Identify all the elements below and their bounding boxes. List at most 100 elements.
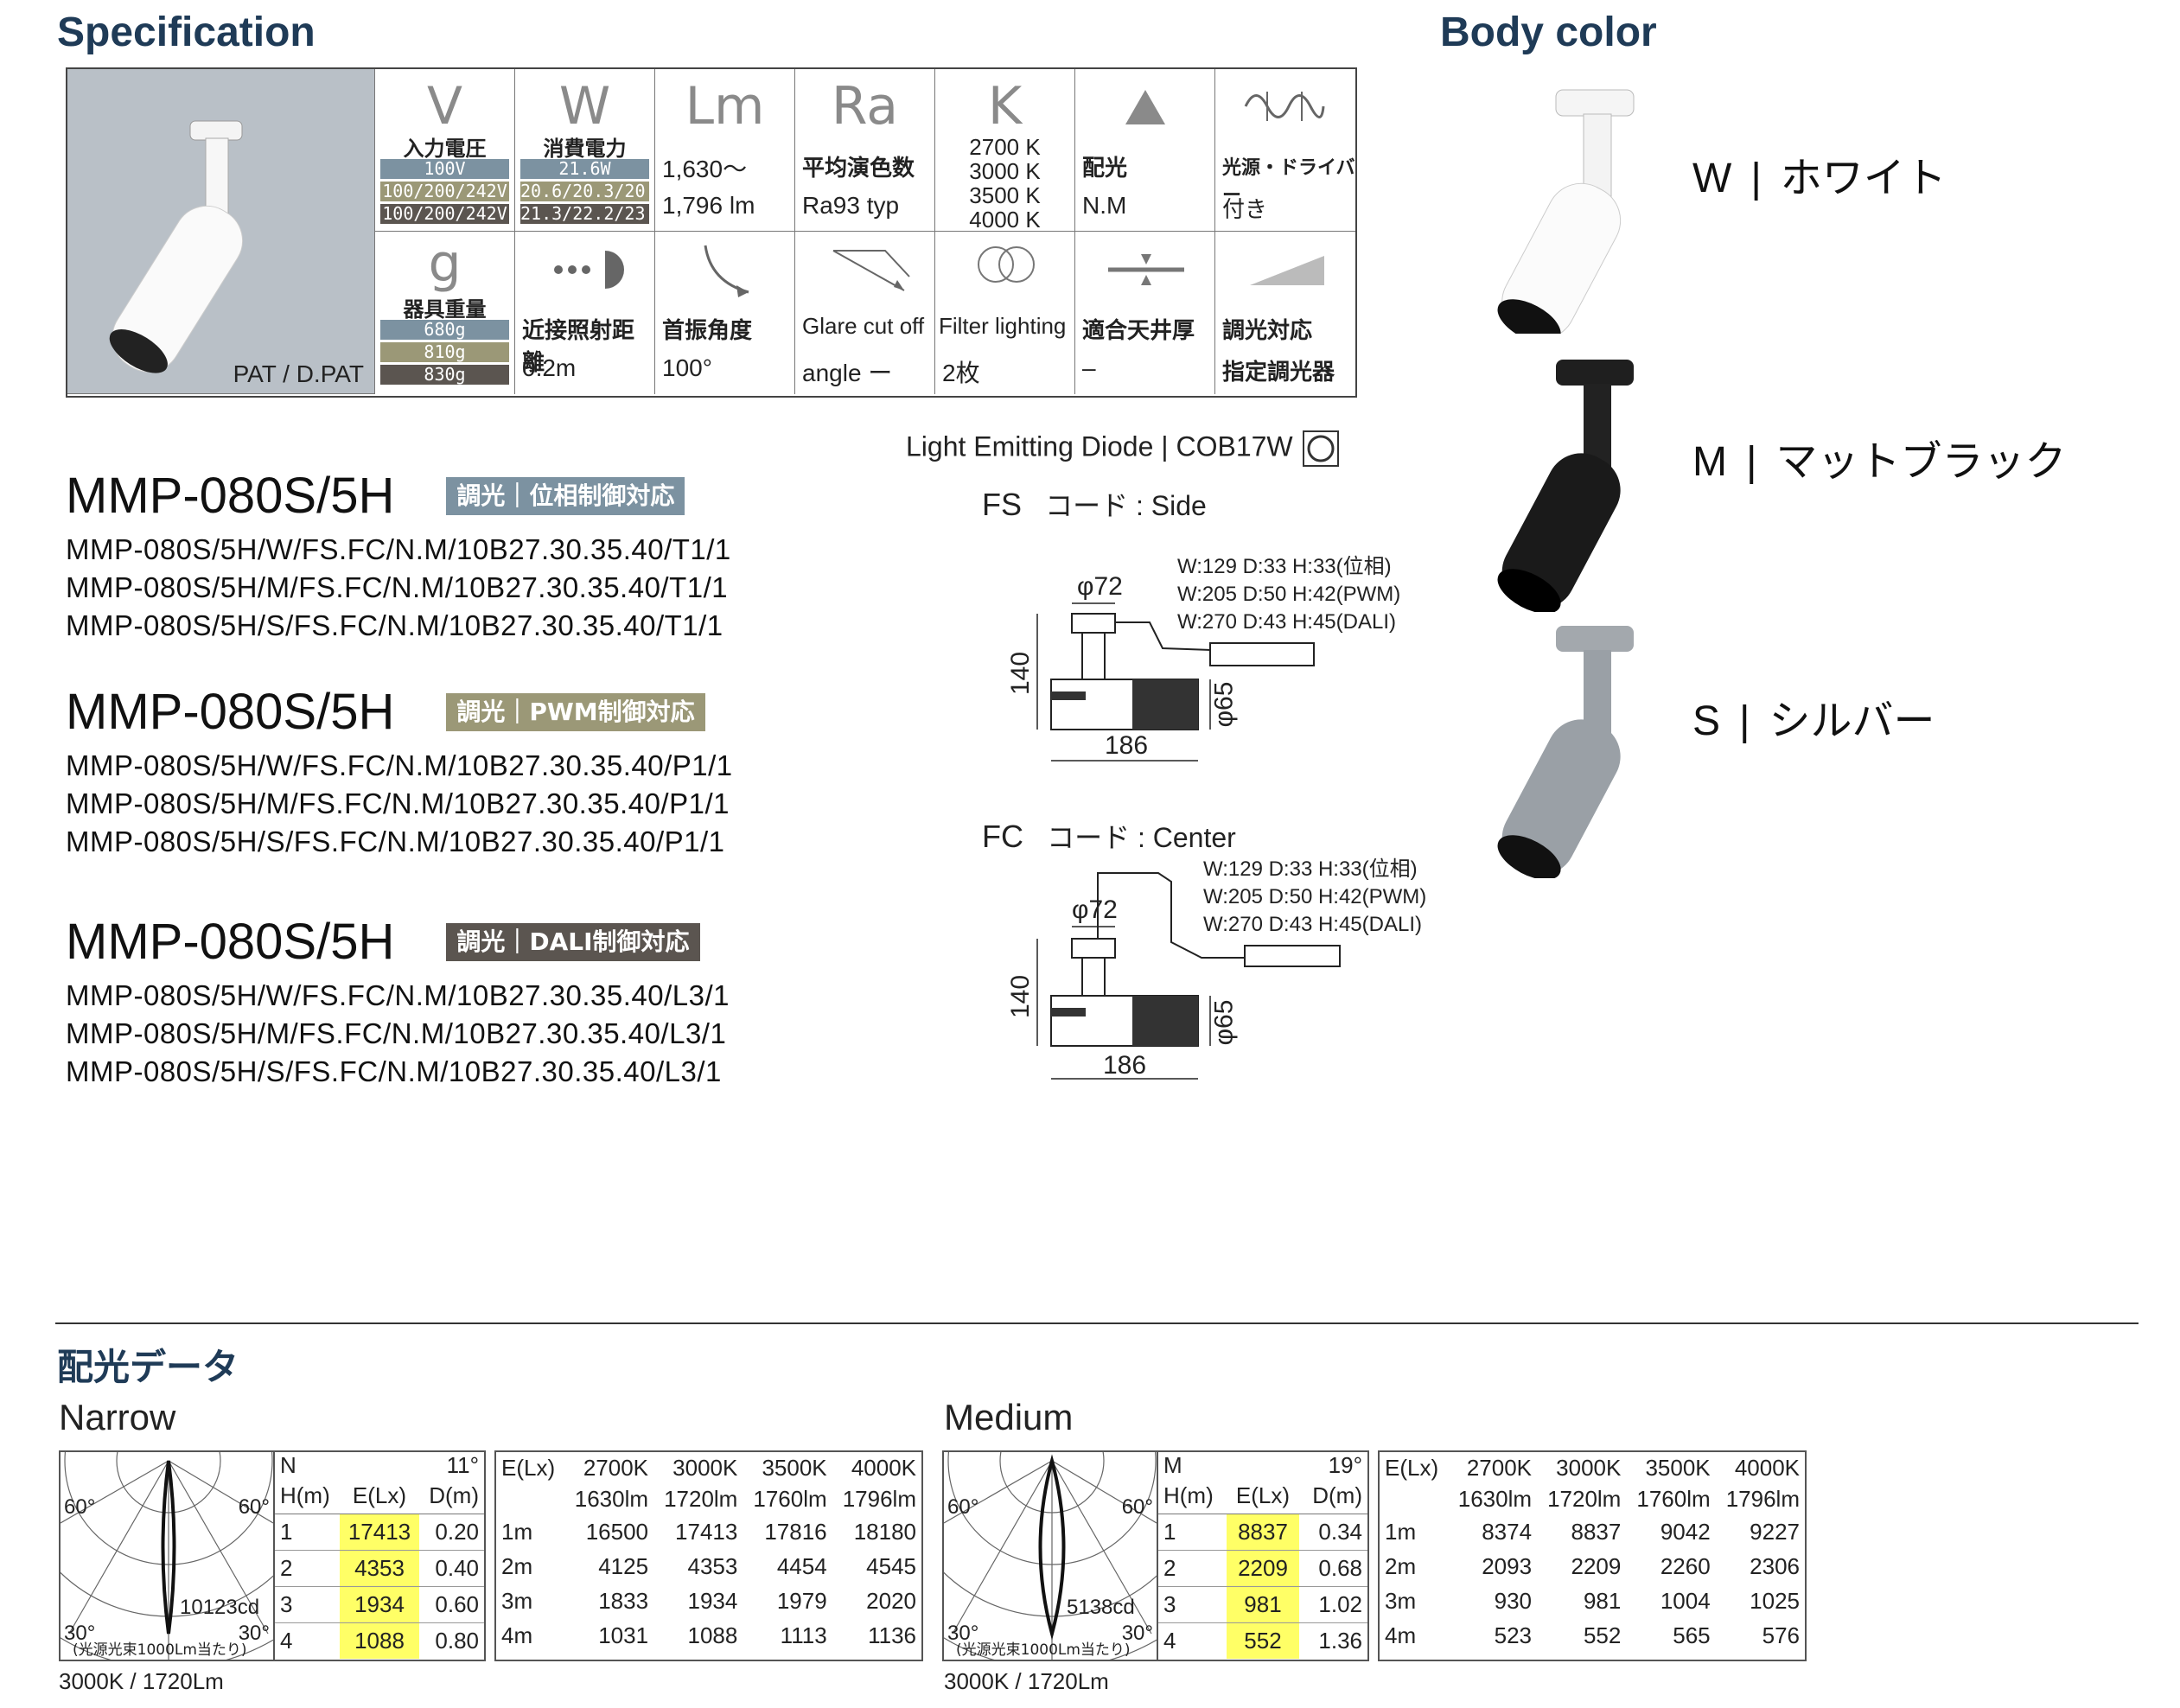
- medium-30-left: 30°: [947, 1622, 979, 1645]
- model-name: MMP-080S/5H: [66, 468, 395, 524]
- driver-dim-phase: W:129 D:33 H:33(位相): [1203, 857, 1418, 881]
- body-color-white-image: [1487, 83, 1677, 344]
- model-group-3: MMP-080S/5H 調光｜DALI制御対応 MMP-080S/5H/W/FS…: [66, 913, 730, 1088]
- glare-icon: [832, 250, 910, 291]
- narrow-60-right: 60°: [238, 1495, 270, 1519]
- narrow-peak: 10123cd: [180, 1596, 260, 1619]
- voltage-label: 入力電圧: [403, 137, 487, 161]
- voltage-stripe-1: 100V: [380, 159, 509, 179]
- model-code: MMP-080S/5H/M/FS.FC/N.M/10B27.30.35.40/P…: [66, 787, 730, 819]
- triangle-icon: [1125, 90, 1165, 124]
- fs-key: FS: [982, 487, 1023, 522]
- fc-height: 140: [1006, 974, 1036, 1019]
- fc-diagram: φ72 140 φ65 186: [1003, 856, 1452, 1089]
- voltage-stripe-2: 100/200/242V: [380, 182, 509, 201]
- filter-icon: [978, 246, 1035, 283]
- fs-phi-side: φ65: [1209, 681, 1239, 728]
- voltage-symbol: V: [426, 76, 463, 137]
- body-color-silver-label: S|シルバー: [1692, 698, 1935, 744]
- light-data-heading: 配光データ: [57, 1346, 239, 1388]
- model-code: MMP-080S/5H/M/FS.FC/N.M/10B27.30.35.40/L…: [66, 1017, 727, 1049]
- specification-heading: Specification: [57, 10, 316, 55]
- kelvin-cell: K 2700 K 3000 K 3500 K 4000 K: [935, 69, 1075, 232]
- voltage-stripe-3: 100/200/242V: [380, 204, 509, 224]
- power-stripe-1: 21.6W: [520, 159, 649, 179]
- cob-icon: [1302, 430, 1339, 467]
- fc-diagram-title: FC コード : Center: [982, 816, 1236, 856]
- model-code: MMP-080S/5H/S/FS.FC/N.M/10B27.30.35.40/T…: [66, 609, 723, 641]
- medium-polar: 60° 60° 30° 30° 5138cd (光源光束1000Lm当たり): [844, 1252, 1260, 1669]
- led-line: Light Emitting Diode | COB17W: [906, 429, 1341, 468]
- power-cell: W 消費電力 21.6W 20.6/20.3/20.4W 21.3/22.2/2…: [515, 69, 655, 232]
- narrow-polar: 60° 60° 30° 30° 10123cd (光源光束1000Lm当たり): [0, 1252, 377, 1669]
- kelvin-values: 2700 K 3000 K 3500 K 4000 K: [935, 134, 1074, 231]
- fc-phi-top: φ72: [1072, 895, 1118, 924]
- narrow-30-right: 30°: [238, 1622, 270, 1645]
- kelvin-3000: 3000 K: [969, 158, 1041, 184]
- glare-value: angle ー: [802, 360, 893, 386]
- dimming-value: 指定調光器: [1222, 359, 1335, 385]
- ra-cell: Ra 平均演色数 Ra93 typ: [795, 69, 935, 232]
- model-code: MMP-080S/5H/M/FS.FC/N.M/10B27.30.35.40/T…: [66, 571, 729, 603]
- model-name: MMP-080S/5H: [66, 914, 395, 970]
- col-header: E(Lx): [352, 1482, 407, 1509]
- fs-driver-dims: W:129 D:33 H:33(位相) W:205 D:50 H:42(PWM)…: [1177, 553, 1400, 636]
- proximity-icon: [554, 251, 624, 289]
- ceiling-label: 適合天井厚: [1082, 317, 1195, 343]
- model-code: MMP-080S/5H/S/FS.FC/N.M/10B27.30.35.40/P…: [66, 825, 725, 857]
- medium-60-left: 60°: [947, 1495, 979, 1519]
- narrow-footer: 3000K / 1720Lm: [59, 1668, 224, 1694]
- driver-dim-pwm: W:205 D:50 H:42(PWM): [1177, 583, 1401, 606]
- body-color-silver-image: [1487, 619, 1677, 880]
- body-color-black-image: [1487, 353, 1677, 614]
- product-image-cell: PAT / D.PAT: [67, 69, 375, 394]
- ra-value: Ra93 typ: [802, 192, 900, 219]
- lumen-cell: Lm 1,630〜 1,796 lm: [655, 69, 795, 232]
- fc-driver-dims: W:129 D:33 H:33(位相) W:205 D:50 H:42(PWM)…: [1203, 856, 1426, 939]
- product-label: PAT / D.PAT: [233, 360, 364, 387]
- kelvin-3500: 3500 K: [969, 182, 1041, 208]
- driver-dim-dali: W:270 D:43 H:45(DALI): [1177, 610, 1396, 634]
- filter-value: 2枚: [942, 360, 980, 386]
- fs-phi-top: φ72: [1077, 572, 1123, 601]
- weight-cell: g 器具重量 680g 810g 830g: [375, 232, 515, 394]
- section-divider: [55, 1322, 2139, 1324]
- fc-phi-side: φ65: [1209, 999, 1239, 1046]
- model-code: MMP-080S/5H/W/FS.FC/N.M/10B27.30.35.40/P…: [66, 749, 733, 781]
- fs-diagram-title: FS コード : Side: [982, 484, 1207, 524]
- col-header: E(Lx): [1235, 1482, 1291, 1509]
- col-header: E(Lx): [501, 1454, 556, 1481]
- weight-stripe-3: 830g: [380, 365, 509, 385]
- narrow-title: Narrow: [59, 1397, 176, 1437]
- wave-icon: [1244, 92, 1325, 121]
- dimming-cell: 調光対応 指定調光器: [1215, 232, 1355, 394]
- swing-value: 100°: [662, 354, 712, 381]
- fc-title: コード : Center: [1047, 822, 1236, 853]
- fs-drawing: [1036, 602, 1315, 762]
- driver-dim-pwm: W:205 D:50 H:42(PWM): [1203, 885, 1427, 908]
- kelvin-2700: 2700 K: [969, 134, 1041, 160]
- medium-key: M: [1163, 1452, 1182, 1478]
- kelvin-symbol: K: [987, 76, 1023, 137]
- power-symbol: W: [558, 76, 611, 137]
- driver-value: 付き: [1222, 196, 1268, 222]
- model-group-2: MMP-080S/5H 調光｜PWM制御対応 MMP-080S/5H/W/FS.…: [66, 683, 733, 858]
- narrow-note: (光源光束1000Lm当たり): [73, 1641, 247, 1659]
- narrow-key: N: [280, 1452, 296, 1478]
- body-color-heading: Body color: [1440, 10, 1657, 55]
- medium-30-right: 30°: [1121, 1622, 1153, 1645]
